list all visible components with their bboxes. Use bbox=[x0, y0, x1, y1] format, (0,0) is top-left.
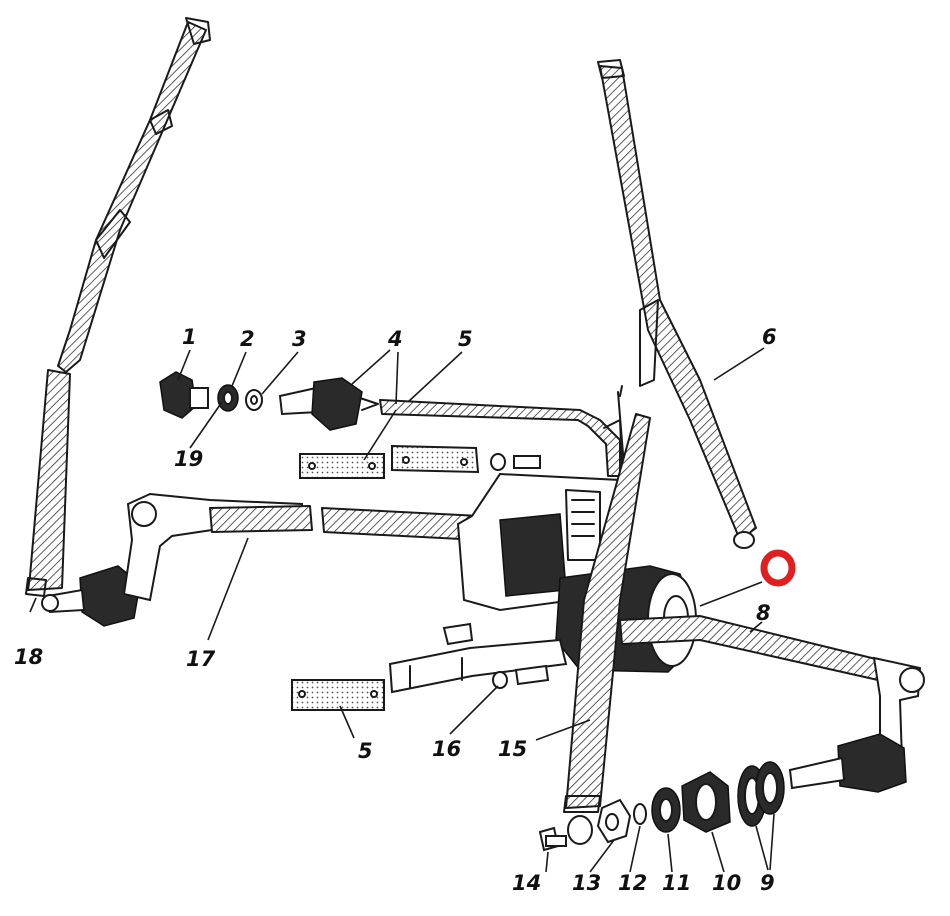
left-wiper-arm bbox=[25, 369, 71, 597]
mounting-bracket-top bbox=[391, 444, 541, 474]
arm-nut bbox=[567, 798, 632, 845]
connecting-rod-left bbox=[209, 505, 481, 541]
label-11: 11 bbox=[662, 871, 691, 895]
label-1: 1 bbox=[182, 325, 197, 349]
switch-cable bbox=[379, 385, 625, 477]
label-8: 8 bbox=[756, 601, 771, 625]
left-wiper-blade bbox=[57, 17, 211, 373]
right-pivot-shaft bbox=[788, 733, 907, 793]
label-16: 16 bbox=[432, 737, 461, 761]
label-4: 4 bbox=[387, 327, 403, 351]
label-6: 6 bbox=[762, 325, 777, 349]
part-labels: 1 2 3 4 5 6 8 19 18 17 5 16 15 14 13 12 … bbox=[14, 325, 777, 895]
pivot-washer bbox=[633, 803, 647, 825]
mounting-plate-top bbox=[299, 453, 385, 479]
switch-knob bbox=[159, 371, 209, 419]
mounting-plate-bottom bbox=[291, 679, 385, 711]
label-2: 2 bbox=[240, 327, 255, 351]
motor-base-bracket bbox=[388, 622, 568, 694]
switch-nut bbox=[217, 384, 239, 412]
wiper-switch bbox=[278, 377, 379, 431]
switch-washer bbox=[245, 389, 263, 411]
label-5-top: 5 bbox=[458, 327, 473, 351]
label-15: 15 bbox=[498, 737, 527, 761]
label-14: 14 bbox=[512, 871, 541, 895]
highlight-marker bbox=[760, 549, 796, 587]
connecting-rod-right bbox=[619, 615, 925, 761]
label-12: 12 bbox=[618, 871, 647, 895]
right-wiper-blade bbox=[597, 59, 757, 549]
label-13: 13 bbox=[572, 871, 601, 895]
seal-rings bbox=[737, 761, 785, 827]
arm-screw bbox=[538, 826, 567, 852]
label-5-bottom: 5 bbox=[358, 739, 373, 763]
bolt-16 bbox=[492, 664, 550, 689]
label-9: 9 bbox=[760, 871, 775, 895]
label-19: 19 bbox=[174, 447, 203, 471]
leader-lines bbox=[29, 347, 775, 873]
label-10: 10 bbox=[712, 871, 741, 895]
label-3: 3 bbox=[292, 327, 307, 351]
pivot-nut bbox=[651, 787, 681, 833]
right-wiper-arm bbox=[563, 413, 651, 813]
label-17: 17 bbox=[186, 647, 216, 671]
bushing bbox=[681, 771, 731, 833]
label-18: 18 bbox=[14, 645, 43, 669]
